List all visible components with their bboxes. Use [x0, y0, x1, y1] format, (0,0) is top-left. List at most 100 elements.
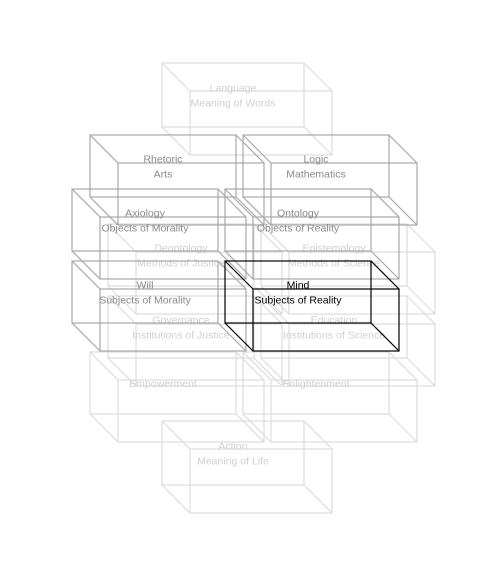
deontology-subtitle: Methods of Justice	[137, 258, 225, 270]
enlightenment-box: Enlightenment	[242, 351, 418, 443]
ontology-front-face	[224, 188, 372, 252]
mind-depth-edge	[370, 260, 400, 290]
rhetoric-depth-edge	[89, 134, 119, 164]
epistemology-depth-edge	[260, 223, 290, 253]
logic-subtitle: Mathematics	[286, 169, 346, 181]
action-subtitle: Meaning of Life	[197, 456, 269, 468]
epistemology-depth-edge	[406, 223, 436, 253]
language-subtitle: Meaning of Words	[190, 98, 275, 110]
language-depth-edge	[303, 62, 333, 92]
deontology-depth-edge	[253, 285, 283, 315]
enlightenment-depth-edge	[388, 413, 418, 443]
mind-front-face	[224, 260, 372, 324]
rhetoric-title: Rhetoric	[143, 154, 182, 166]
epistemology-front-face	[260, 223, 408, 287]
language-title: Language	[210, 83, 257, 95]
epistemology-title: Epistemology	[302, 243, 366, 255]
ontology-back-face	[252, 216, 400, 280]
logic-depth-edge	[242, 196, 272, 226]
rhetoric-back-face	[117, 162, 265, 226]
axiology-depth-edge	[71, 250, 101, 280]
will-depth-edge	[71, 260, 101, 290]
rhetoric-depth-edge	[89, 196, 119, 226]
will-depth-edge	[217, 260, 247, 290]
logic-title: Logic	[303, 154, 328, 166]
rhetoric-subtitle: Arts	[154, 169, 173, 181]
epistemology-subtitle: Methods of Science	[288, 258, 380, 270]
education-depth-edge	[260, 357, 290, 387]
empowerment-depth-edge	[235, 351, 265, 381]
governance-title: Governance	[152, 315, 209, 327]
action-depth-edge	[303, 420, 333, 450]
education-back-face	[288, 323, 436, 387]
mind-title: Mind	[287, 280, 310, 292]
action-depth-edge	[161, 420, 191, 450]
ontology-subtitle: Objects of Reality	[257, 223, 340, 235]
deontology-depth-edge	[253, 223, 283, 253]
mind-depth-edge	[224, 260, 254, 290]
action-title: Action	[218, 441, 247, 453]
language-back-face	[189, 90, 333, 156]
axiology-subtitle: Objects of Morality	[102, 223, 190, 235]
enlightenment-depth-edge	[242, 413, 272, 443]
deontology-title: Deontology	[154, 243, 208, 255]
empowerment-depth-edge	[89, 351, 119, 381]
epistemology-back-face	[288, 251, 436, 315]
axiology-depth-edge	[217, 250, 247, 280]
epistemology-depth-edge	[406, 285, 436, 315]
mind-depth-edge	[370, 322, 400, 352]
governance-front-face	[107, 295, 255, 359]
logic-depth-edge	[388, 196, 418, 226]
action-depth-edge	[161, 484, 191, 514]
empowerment-depth-edge	[89, 413, 119, 443]
logic-front-face	[242, 134, 390, 198]
axiology-depth-edge	[217, 188, 247, 218]
will-subtitle: Subjects of Morality	[99, 295, 191, 307]
logic-back-face	[270, 162, 418, 226]
axiology-title: Axiology	[125, 208, 165, 220]
empowerment-depth-edge	[235, 413, 265, 443]
education-depth-edge	[260, 295, 290, 325]
governance-depth-edge	[253, 295, 283, 325]
empowerment-front-face	[89, 351, 237, 415]
enlightenment-back-face	[270, 379, 418, 443]
language-depth-edge	[161, 62, 191, 92]
rhetoric-depth-edge	[235, 134, 265, 164]
deontology-depth-edge	[107, 285, 137, 315]
epistemology-depth-edge	[260, 285, 290, 315]
empowerment-box: Empowerment	[89, 351, 265, 443]
mind-subtitle: Subjects of Reality	[255, 295, 343, 307]
education-subtitle: Institutions of Science	[283, 330, 385, 342]
enlightenment-depth-edge	[388, 351, 418, 381]
enlightenment-title: Enlightenment	[282, 378, 349, 390]
ontology-depth-edge	[370, 188, 400, 218]
axiology-back-face	[99, 216, 247, 280]
language-front-face	[161, 62, 305, 128]
axiology-front-face	[71, 188, 219, 252]
action-depth-edge	[303, 484, 333, 514]
rhetoric-depth-edge	[235, 196, 265, 226]
medium-box-layer: RhetoricArtsLogicMathematicsAxiologyObje…	[71, 134, 418, 352]
ontology-depth-edge	[370, 250, 400, 280]
mind-back-face	[252, 288, 400, 352]
language-depth-edge	[161, 126, 191, 156]
governance-depth-edge	[107, 357, 137, 387]
ontology-depth-edge	[224, 250, 254, 280]
action-front-face	[161, 420, 305, 486]
empowerment-title: Empowerment	[129, 378, 197, 390]
deontology-back-face	[135, 251, 283, 315]
deontology-depth-edge	[107, 223, 137, 253]
will-back-face	[99, 288, 247, 352]
enlightenment-front-face	[242, 351, 390, 415]
rhetoric-front-face	[89, 134, 237, 198]
